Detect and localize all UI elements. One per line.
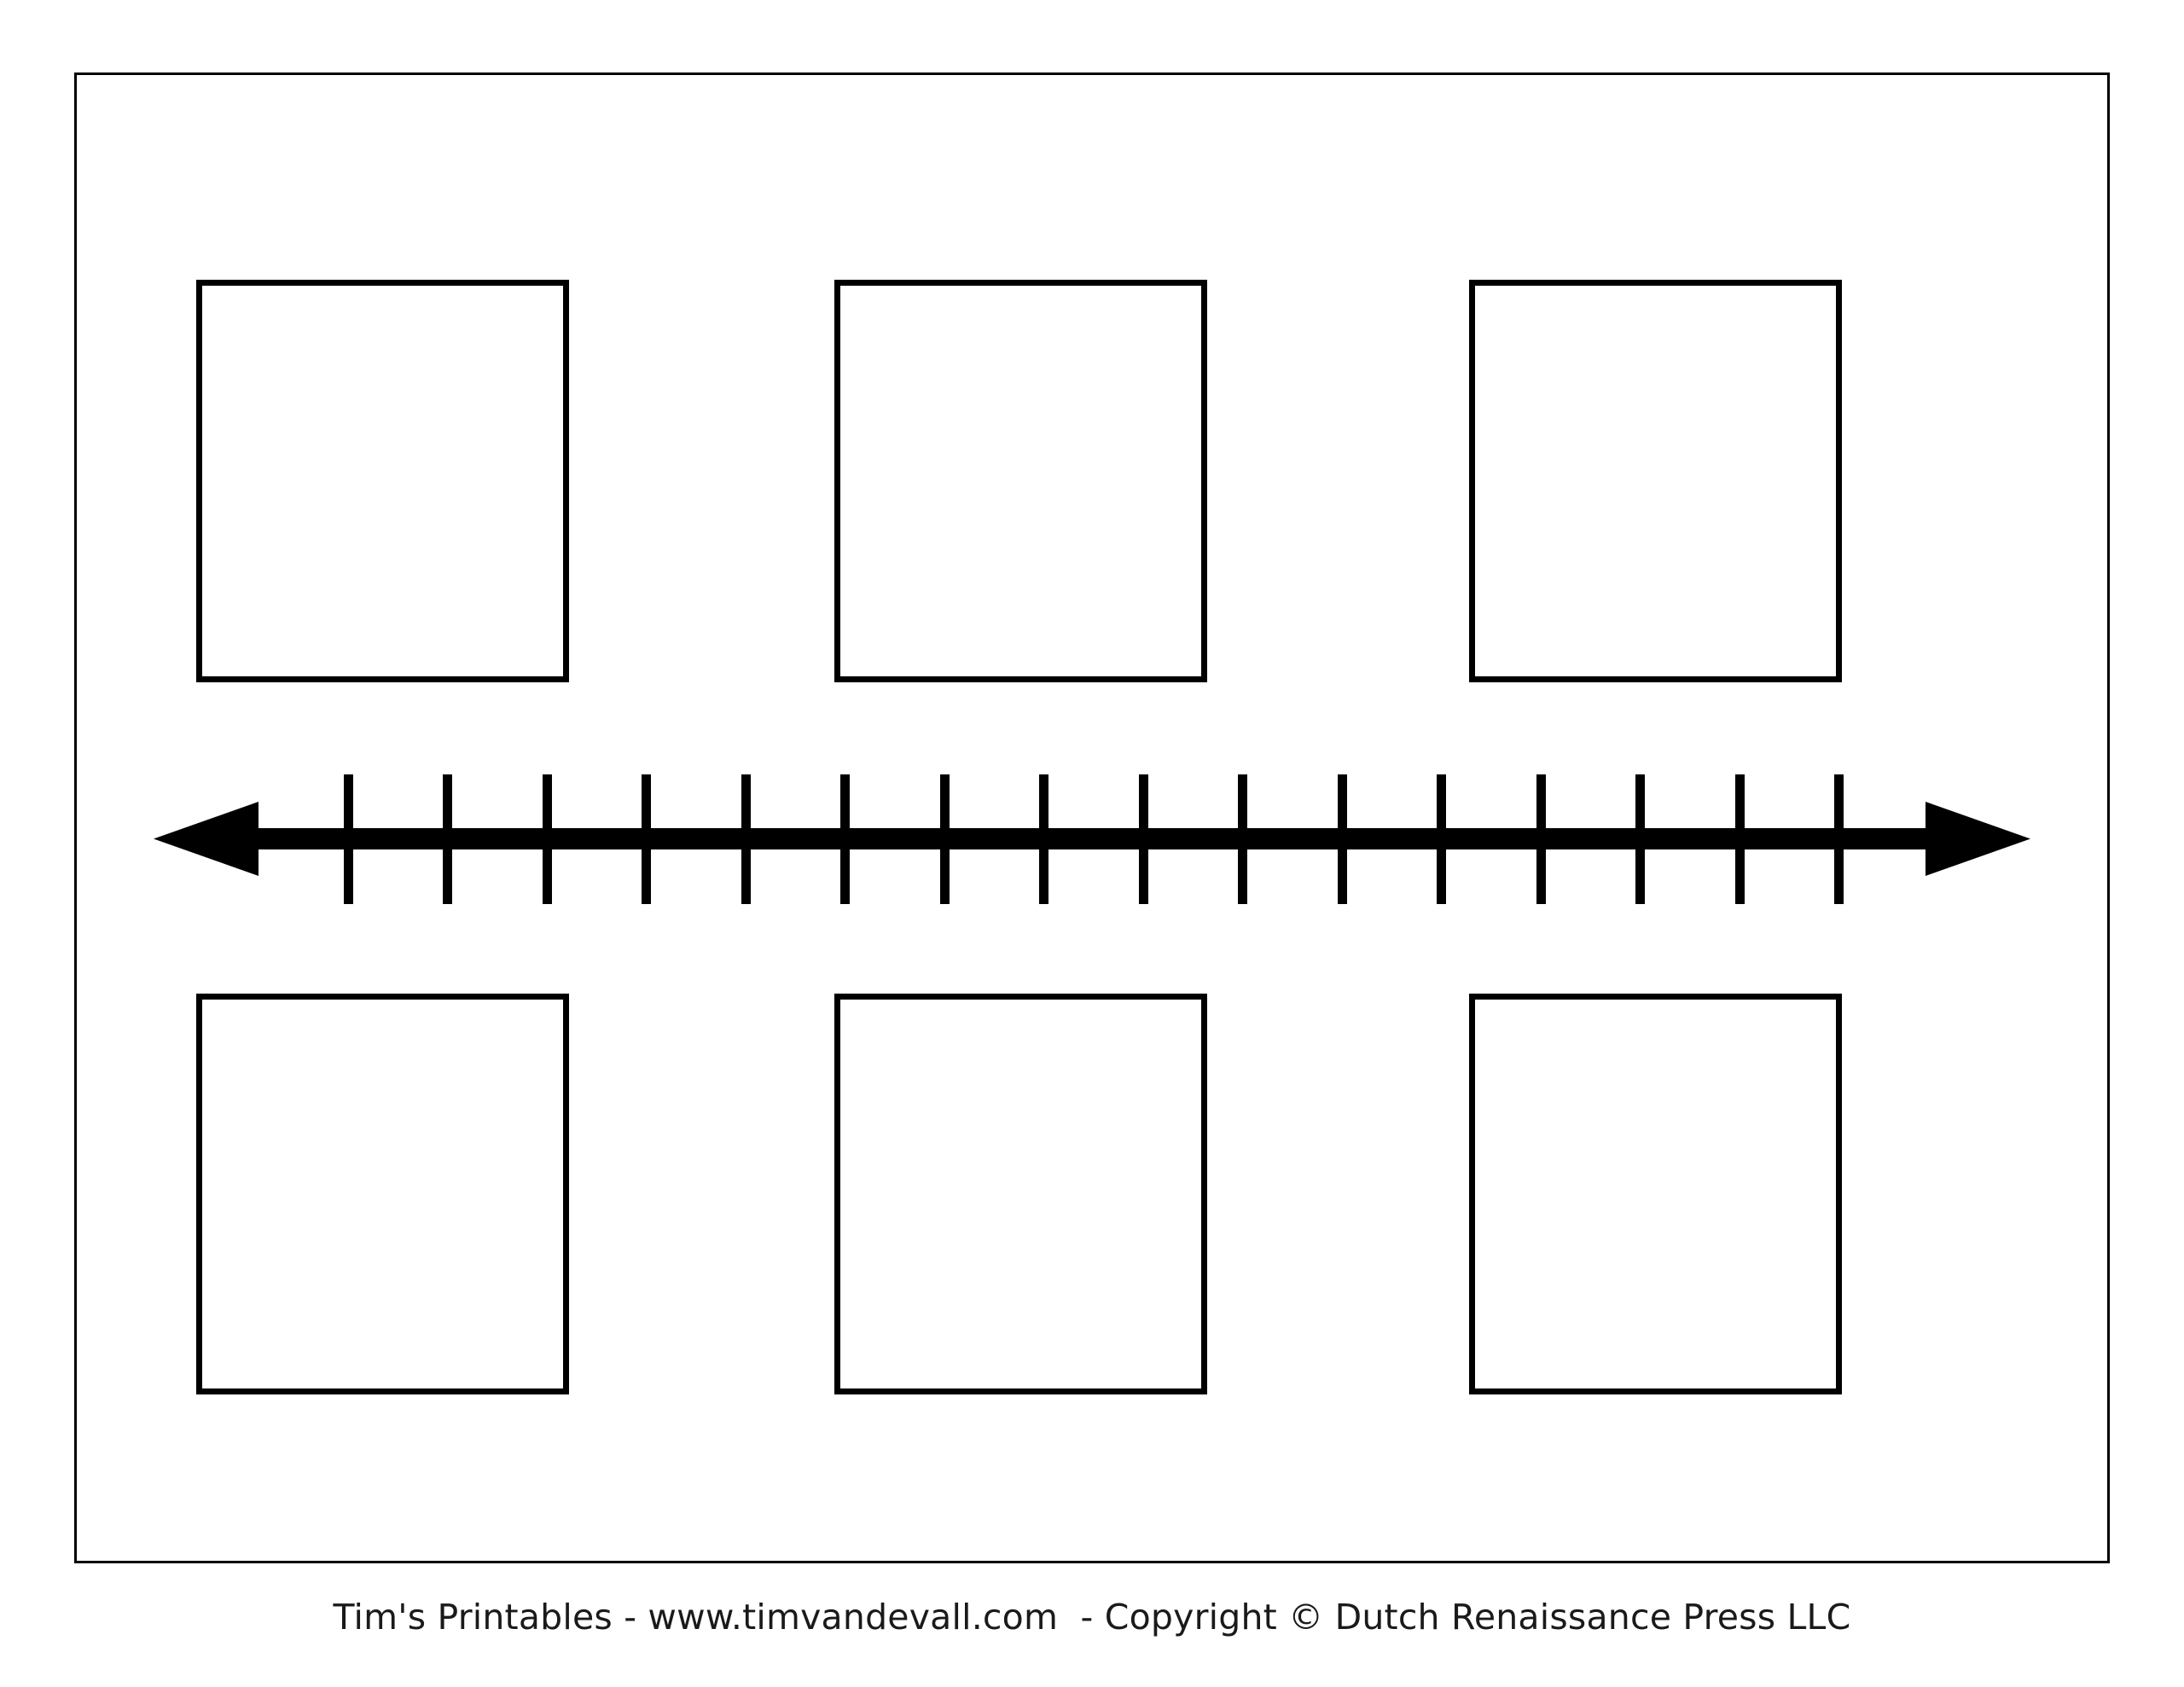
box-bottom-1[interactable] bbox=[196, 994, 569, 1394]
box-top-2[interactable] bbox=[834, 280, 1207, 682]
number-line-axis bbox=[205, 828, 1979, 849]
box-bottom-2[interactable] bbox=[834, 994, 1207, 1394]
box-top-1[interactable] bbox=[196, 280, 569, 682]
arrow-left-icon bbox=[154, 802, 258, 876]
box-bottom-3[interactable] bbox=[1469, 994, 1842, 1394]
arrow-right-icon bbox=[1926, 802, 2030, 876]
number-line[interactable] bbox=[0, 751, 2184, 930]
footer-credit: Tim's Printables - www.timvandevall.com … bbox=[333, 1597, 1851, 1638]
box-top-3[interactable] bbox=[1469, 280, 1842, 682]
